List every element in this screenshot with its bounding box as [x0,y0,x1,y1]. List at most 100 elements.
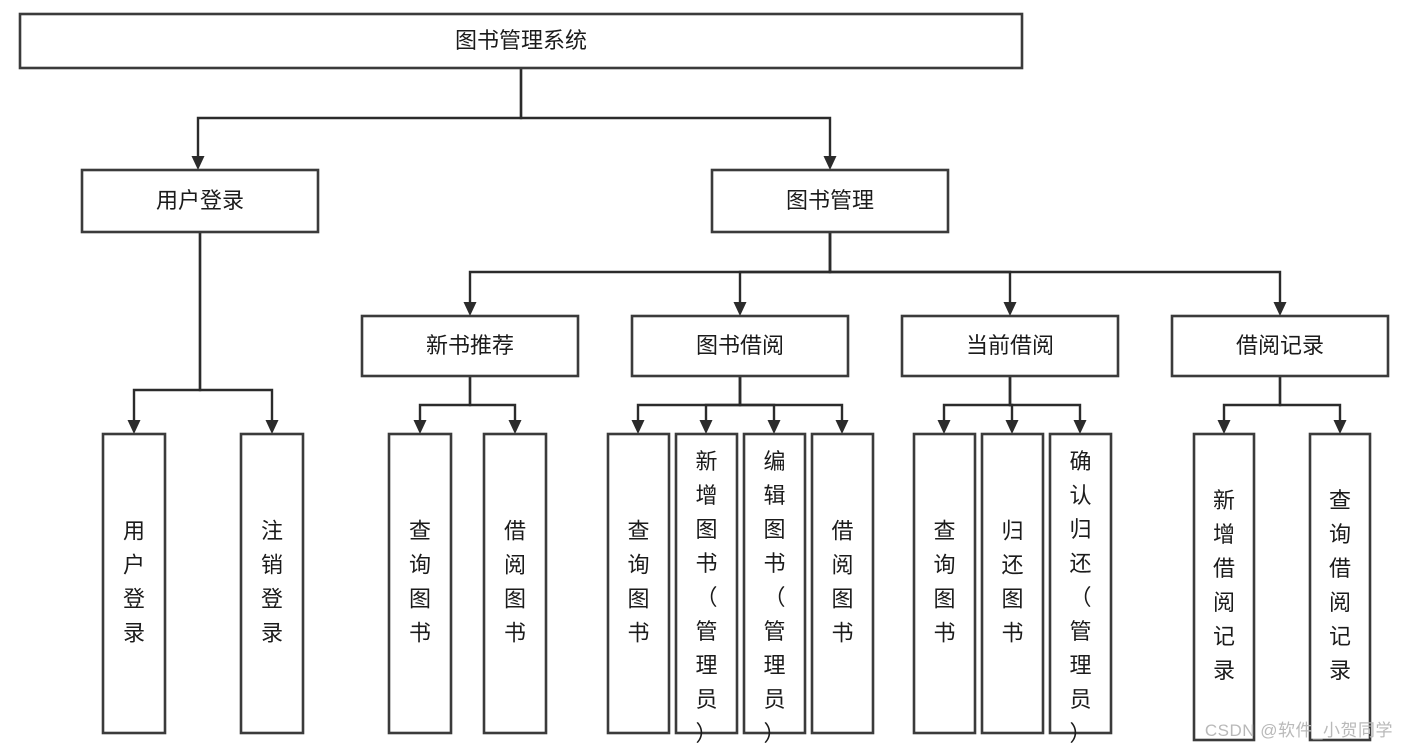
node-label-char: 书 [933,620,955,645]
node-box[interactable] [18,12,1024,70]
connector-line [519,68,832,156]
node-label-char: 录 [1213,658,1235,683]
arrow-head-icon [413,420,427,434]
node-label-char: 理 [1069,653,1091,678]
node-label-char: 户 [123,552,145,577]
node-label-char: 书 [627,620,649,645]
level2-node-用户登录[interactable]: 用户登录 [80,168,320,234]
node-label-char: 归 [1001,518,1023,543]
node-label-char: 图 [933,586,955,611]
connector-line [738,376,844,420]
leaf-node-查询借阅记录[interactable]: 查询借阅记录查询借阅记录 [1308,432,1372,742]
node-box[interactable] [742,432,807,735]
connector-line [196,68,523,156]
node-box[interactable] [482,432,548,735]
leaf-node-借阅图书[interactable]: 借阅图书借阅图书 [810,432,875,735]
arrow-head-icon [1273,302,1287,316]
leaf-node-查询图书[interactable]: 查询图书查询图书 [387,432,453,735]
node-box[interactable] [1308,432,1372,742]
node-box[interactable] [387,432,453,735]
arrow-head-icon [1333,420,1347,434]
node-label-char: 登 [261,586,283,611]
node-box[interactable] [630,314,850,378]
node-box[interactable] [80,168,320,234]
node-label-char: 还 [1069,551,1091,576]
node-label-char: 询 [1329,522,1351,547]
node-label-char: 登 [123,586,145,611]
leaf-node-用户登录[interactable]: 用户登录用户登录 [101,432,167,735]
node-label-char: 书 [504,620,526,645]
node-label-char: ） [695,721,717,746]
node-label-char: 图 [831,586,853,611]
arrow-head-icon [1217,420,1231,434]
node-label-char: 新 [695,449,717,474]
node-box[interactable] [810,432,875,735]
node-box[interactable] [101,432,167,735]
leaf-node-查询图书[interactable]: 查询图书查询图书 [606,432,671,735]
node-label-char: 编 [763,449,785,474]
node-label-char: 询 [933,552,955,577]
node-label-char: 增 [695,483,717,508]
node-box[interactable] [912,432,977,735]
connector-图书管理-to-图书借阅 [733,232,832,316]
level3-node-图书借阅[interactable]: 图书借阅 [630,314,850,378]
arrow-head-icon [699,420,713,434]
node-label-char: 图 [504,586,526,611]
node-label-char: 确 [1069,449,1091,474]
leaf-node-查询图书[interactable]: 查询图书查询图书 [912,432,977,735]
watermark-label: CSDN @软件_小贺同学 [1204,721,1393,740]
node-label-char: 还 [1001,552,1023,577]
node-label-char: ） [1069,721,1091,746]
root-node-图书管理系统[interactable]: 图书管理系统 [18,12,1024,70]
level3-node-当前借阅[interactable]: 当前借阅 [900,314,1120,378]
connector-当前借阅-to-查询图书 [937,376,1012,434]
connector-line [942,376,1012,420]
level3-node-借阅记录[interactable]: 借阅记录 [1170,314,1390,378]
connector-line [418,376,472,420]
node-label-char: 图 [409,586,431,611]
node-label-char: 书 [409,620,431,645]
node-box[interactable] [1170,314,1390,378]
arrow-head-icon [1073,420,1087,434]
node-box[interactable] [1192,432,1256,742]
node-box[interactable] [980,432,1045,735]
node-label-char: 理 [763,653,785,678]
arrow-head-icon [265,420,279,434]
connector-line [198,232,274,420]
arrow-head-icon [733,302,747,316]
node-label-char: 阅 [1213,590,1235,615]
node-label: 图书借阅 [696,333,784,358]
connector-line [828,232,1012,302]
node-label-char: 图 [695,517,717,542]
node-box[interactable] [674,432,739,735]
node-label-char: 员 [1069,687,1091,712]
leaf-node-新增借阅记录[interactable]: 新增借阅记录新增借阅记录 [1192,432,1256,742]
node-label: 用户登录 [156,188,244,213]
node-box[interactable] [606,432,671,735]
leaf-node-归还图书[interactable]: 归还图书归还图书 [980,432,1045,735]
leaf-node-注销登录[interactable]: 注销登录注销登录 [239,432,305,735]
node-label-char: （ [695,585,717,610]
arrow-head-icon [835,420,849,434]
node-label: 新书推荐 [426,333,514,358]
level2-node-图书管理[interactable]: 图书管理 [710,168,950,234]
connector-用户登录-to-注销登录 [198,232,279,434]
node-label: 图书管理系统 [455,28,587,53]
leaf-node-借阅图书[interactable]: 借阅图书借阅图书 [482,432,548,735]
node-label-char: 借 [1213,556,1235,581]
node-box[interactable] [900,314,1120,378]
node-label-char: 询 [409,552,431,577]
node-box[interactable] [710,168,950,234]
node-label-char: 用 [123,518,145,543]
node-box[interactable] [239,432,305,735]
node-label-char: 阅 [504,552,526,577]
level3-node-新书推荐[interactable]: 新书推荐 [360,314,580,378]
arrow-head-icon [937,420,951,434]
node-box[interactable] [1048,432,1113,735]
connector-line [636,376,742,420]
node-box[interactable] [360,314,580,378]
connector-图书管理-to-新书推荐 [463,232,832,316]
